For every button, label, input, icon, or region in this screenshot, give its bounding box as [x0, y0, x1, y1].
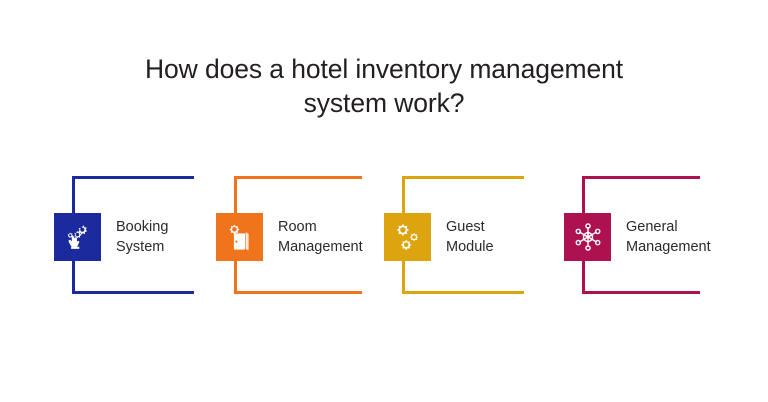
pillar-label: General Management: [626, 217, 711, 258]
page-title-line-1: How does a hotel inventory management: [145, 54, 623, 84]
pillar-body: Guest Module: [384, 213, 494, 261]
pillar-guest-module[interactable]: Guest Module: [384, 176, 524, 294]
bracket-top-rail: [234, 176, 362, 179]
pillar-label: Guest Module: [446, 217, 494, 258]
bracket-top-rail: [582, 176, 700, 179]
pillar-body: General Management: [564, 213, 711, 261]
pillar-label-line-2: Module: [446, 239, 494, 255]
bracket-top-rail: [72, 176, 194, 179]
pillar-label-line-1: Guest: [446, 218, 485, 235]
pillar-body: Room Management: [216, 213, 363, 261]
pillar-label-line-1: General: [626, 218, 678, 235]
pillar-body: Booking System: [54, 213, 168, 261]
pillar-label-line-2: Management: [626, 239, 711, 255]
page-title-line-2: system work?: [303, 88, 465, 118]
gear-hand-icon: [54, 213, 101, 261]
pillar-row: Booking System: [0, 176, 768, 296]
pillar-booking-system[interactable]: Booking System: [54, 176, 194, 294]
bracket-bottom-rail: [402, 291, 524, 294]
three-gears-icon: [384, 213, 431, 261]
bracket-bottom-rail: [72, 291, 194, 294]
bracket-bottom-rail: [234, 291, 362, 294]
pillar-label: Room Management: [278, 217, 363, 258]
network-hub-icon: [564, 213, 611, 261]
pillar-label-line-2: System: [116, 239, 165, 255]
pillar-label-line-1: Booking: [116, 218, 169, 235]
pillar-label-line-2: Management: [278, 239, 363, 255]
pillar-label: Booking System: [116, 217, 168, 258]
pillar-room-management[interactable]: Room Management: [216, 176, 363, 294]
pillar-general-management[interactable]: General Management: [554, 176, 711, 294]
bracket-top-rail: [402, 176, 524, 179]
bracket-bottom-rail: [582, 291, 700, 294]
pillar-label-line-1: Room: [278, 218, 317, 235]
page-title: How does a hotel inventory management sy…: [0, 52, 768, 120]
gear-door-icon: [216, 213, 263, 261]
